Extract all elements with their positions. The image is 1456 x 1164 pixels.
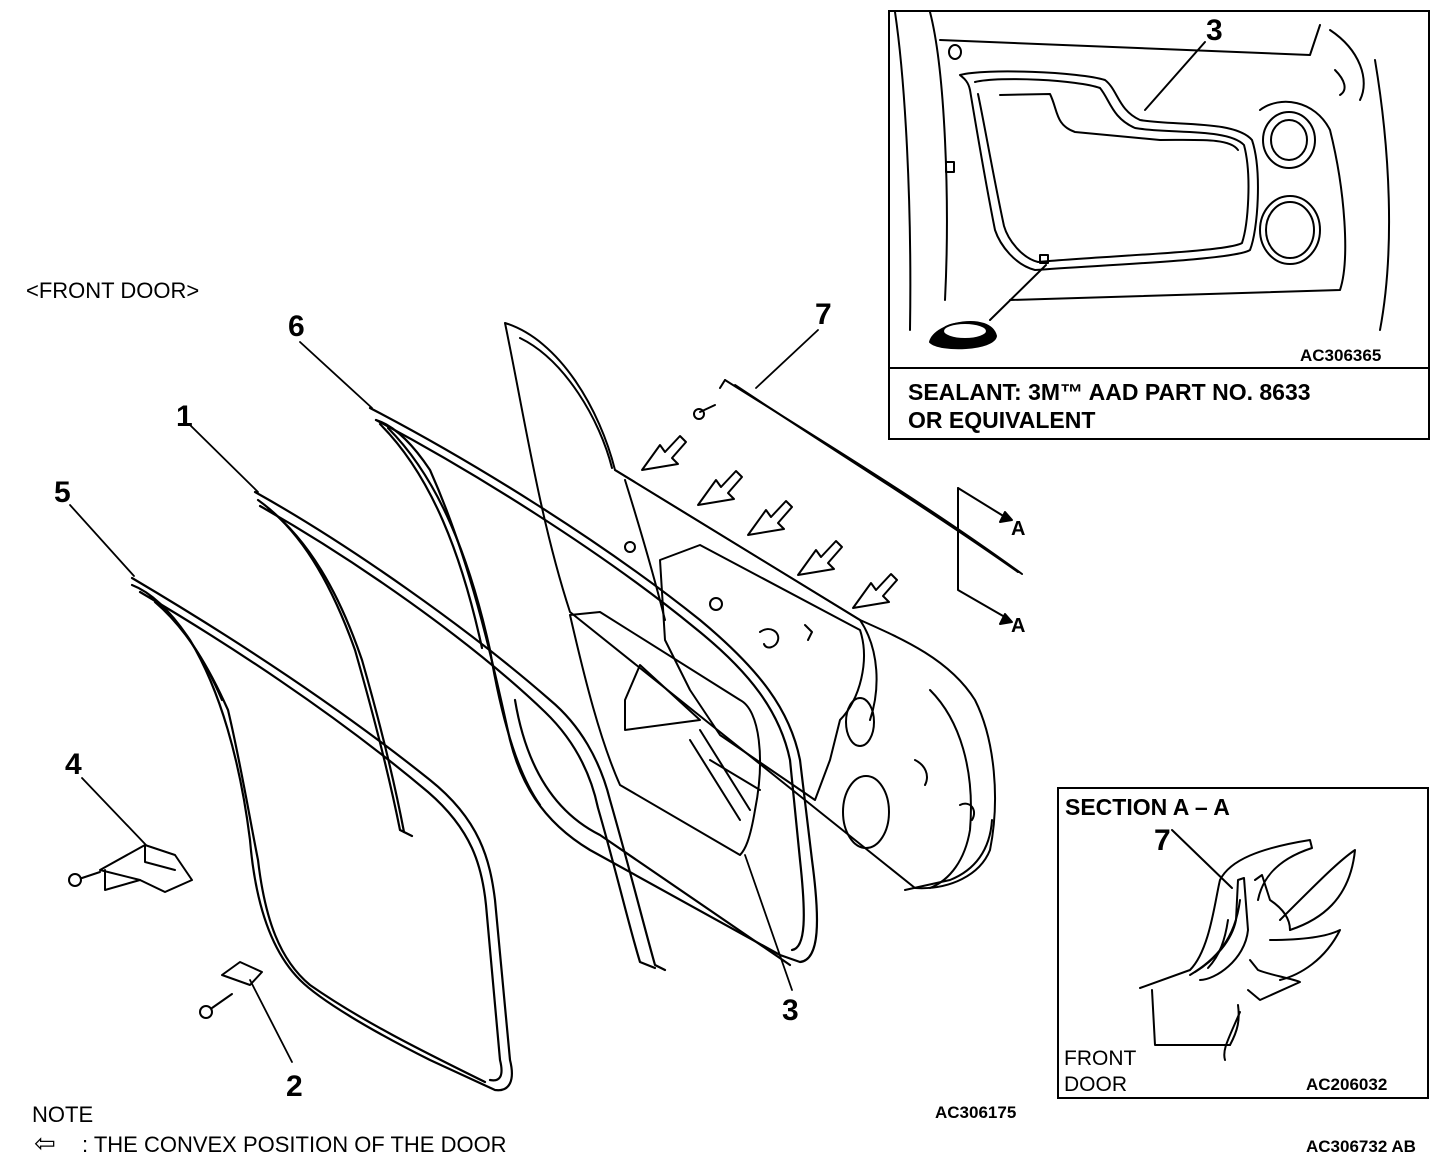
- convex-position-arrows: [641, 435, 898, 609]
- section-inset-code: AC206032: [1306, 1075, 1388, 1094]
- belt-molding-7: [693, 379, 1023, 625]
- sealant-inset-code: AC306365: [1300, 346, 1382, 365]
- sealant-spec-line1: SEALANT: 3M™ AAD PART NO. 8633: [908, 379, 1311, 405]
- callout-7: 7: [815, 298, 832, 331]
- sealant-inset-art: [894, 11, 1391, 350]
- service-hole-cover: [569, 611, 761, 856]
- note-arrow-icon: ⇦: [34, 1128, 56, 1158]
- section-inset-art: [1139, 829, 1356, 1061]
- section-marker-a-bottom: A: [1011, 615, 1026, 637]
- callout-3: 3: [782, 994, 799, 1027]
- note-heading: NOTE: [32, 1102, 94, 1127]
- callout-2: 2: [286, 1070, 303, 1103]
- callout-6: 6: [288, 310, 305, 343]
- figure-code: AC306732 AB: [1306, 1137, 1416, 1156]
- sealant-spec-line2: OR EQUIVALENT: [908, 407, 1096, 433]
- section-callout-7: 7: [1154, 824, 1171, 857]
- leader-lines: [69, 329, 819, 1063]
- section-inset-frame: [1057, 787, 1429, 1099]
- view-title: <FRONT DOOR>: [26, 278, 200, 303]
- weatherstrip-5: [130, 576, 513, 1092]
- main-drawing-code: AC306175: [935, 1103, 1017, 1122]
- part-4-bracket: [68, 844, 193, 893]
- note-text: : THE CONVEX POSITION OF THE DOOR: [82, 1132, 507, 1157]
- section-title: SECTION A – A: [1065, 794, 1230, 820]
- callout-5: 5: [54, 476, 71, 509]
- callout-1: 1: [176, 400, 193, 433]
- section-marker-a-top: A: [1011, 518, 1026, 540]
- part-2-clip: [199, 961, 263, 1019]
- sealant-inset-divider: [888, 367, 1430, 369]
- weatherstrip-6: [368, 406, 819, 964]
- door-panel: [504, 322, 996, 891]
- sealant-inset-callout-3: 3: [1206, 14, 1223, 47]
- section-label-line1: FRONT: [1064, 1047, 1137, 1070]
- section-label-line2: DOOR: [1064, 1073, 1127, 1096]
- callout-4: 4: [65, 748, 82, 781]
- sealant-inset-frame: [888, 10, 1430, 440]
- glass-run-1: [253, 490, 792, 972]
